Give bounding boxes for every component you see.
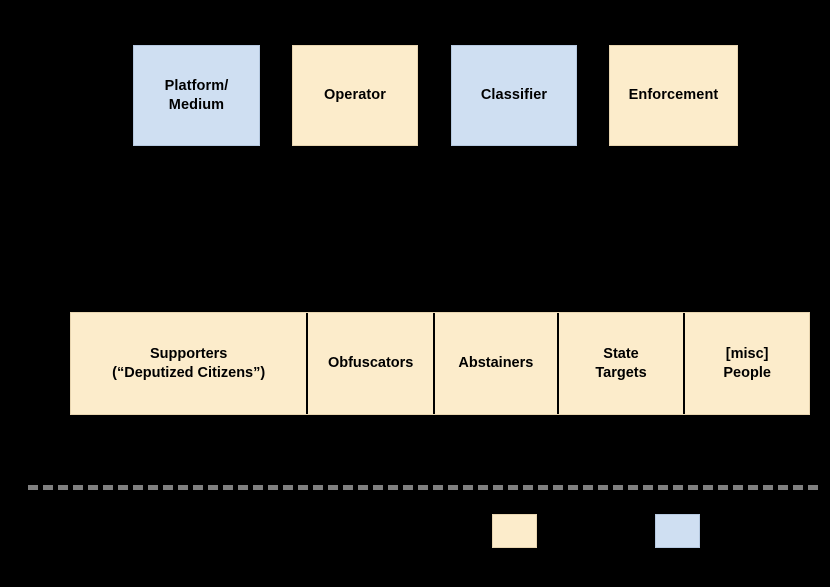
- actor-cell-misc-people[interactable]: [misc] People: [685, 313, 809, 414]
- actor-cell-abstainers[interactable]: Abstainers: [435, 313, 559, 414]
- legend-swatch-blue: [655, 514, 700, 548]
- node-platform-medium[interactable]: Platform/ Medium: [133, 45, 260, 146]
- actor-cell-state-targets[interactable]: State Targets: [558, 313, 686, 414]
- node-enforcement[interactable]: Enforcement: [609, 45, 738, 146]
- legend-swatch-cream: [492, 514, 537, 548]
- node-operator[interactable]: Operator: [292, 45, 418, 146]
- dashed-divider: [28, 485, 818, 490]
- actor-strip: Supporters (“Deputized Citizens”) Obfusc…: [70, 312, 810, 415]
- actor-cell-supporters[interactable]: Supporters (“Deputized Citizens”): [71, 313, 309, 414]
- node-classifier[interactable]: Classifier: [451, 45, 577, 146]
- actor-cell-obfuscators[interactable]: Obfuscators: [308, 313, 436, 414]
